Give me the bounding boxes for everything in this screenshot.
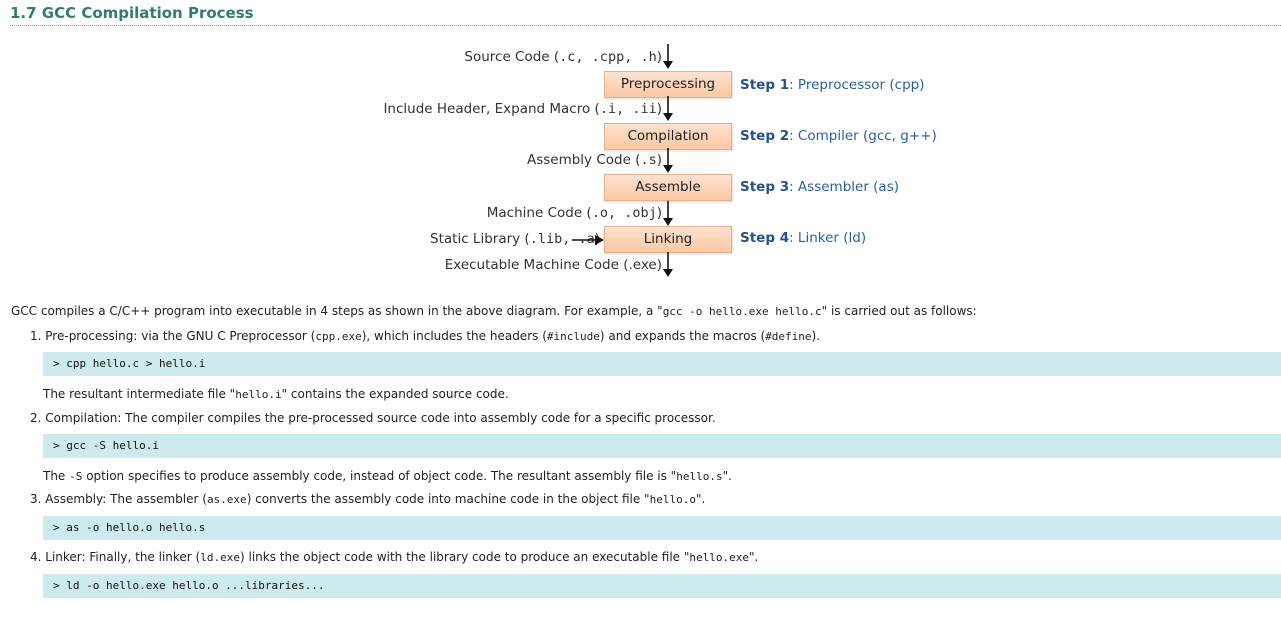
list-item-linker: 4. Linker: Finally, the linker (ld.exe) … <box>30 550 759 564</box>
compilation-box: Compilation <box>604 123 732 150</box>
command-block: > gcc -S hello.i <box>43 434 1281 458</box>
list-item-compilation: 2. Compilation: The compiler compiles th… <box>30 411 716 425</box>
right-arrow-icon <box>572 235 604 245</box>
machine-code-label: Machine Code (.o, .obj) <box>486 205 662 221</box>
step-2-label: Step 2: Compiler (gcc, g++) <box>740 128 937 144</box>
compilation-diagram: Source Code (.c, .cpp, .h) Include Heade… <box>0 0 1281 290</box>
executable-label: Executable Machine Code (.exe) <box>444 257 662 273</box>
item-note: The -S option specifies to produce assem… <box>43 469 732 483</box>
step-3-label: Step 3: Assembler (as) <box>740 179 899 195</box>
list-item-preprocessing: 1. Pre-processing: via the GNU C Preproc… <box>30 329 821 343</box>
title-divider <box>10 25 1281 26</box>
down-arrow-icon <box>663 44 673 69</box>
list-item-assembly: 3. Assembly: The assembler (as.exe) conv… <box>30 492 706 506</box>
command-block: > cpp hello.c > hello.i <box>43 352 1281 376</box>
assemble-box: Assemble <box>604 174 732 201</box>
source-code-label: Source Code (.c, .cpp, .h) <box>464 49 662 65</box>
step-1-label: Step 1: Preprocessor (cpp) <box>740 77 925 93</box>
command-block: > ld -o hello.exe hello.o ...libraries..… <box>43 574 1281 598</box>
include-header-label: Include Header, Expand Macro (.i, .ii) <box>383 101 662 117</box>
assembly-code-label: Assembly Code (.s) <box>526 152 662 168</box>
intro-paragraph: GCC compiles a C/C++ program into execut… <box>11 304 977 318</box>
down-arrow-icon <box>663 148 673 173</box>
down-arrow-icon <box>663 201 673 226</box>
command-block: > as -o hello.o hello.s <box>43 516 1281 540</box>
linking-box: Linking <box>604 226 732 253</box>
step-4-label: Step 4: Linker (ld) <box>740 230 867 246</box>
down-arrow-icon <box>663 96 673 121</box>
item-note: The resultant intermediate file "hello.i… <box>43 387 509 401</box>
down-arrow-icon <box>663 252 673 277</box>
preprocessing-box: Preprocessing <box>604 71 732 98</box>
section-title: 1.7 GCC Compilation Process <box>10 4 254 22</box>
